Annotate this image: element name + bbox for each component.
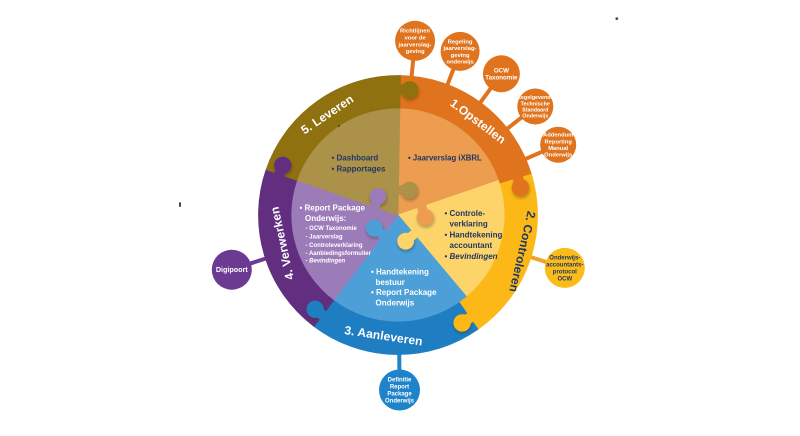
svg-text:Report: Report [390, 385, 409, 391]
svg-text:Onderwijs:: Onderwijs: [305, 214, 346, 223]
svg-text:- Controleverklaring: - Controleverklaring [306, 243, 363, 249]
svg-text:Onderwijs-: Onderwijs- [549, 256, 580, 262]
svg-text:geving: geving [451, 53, 470, 59]
svg-text:jaarverslag-: jaarverslag- [443, 46, 477, 52]
svg-text:verklaring: verklaring [450, 220, 488, 229]
svg-text:Definitie: Definitie [388, 378, 412, 384]
svg-text:• Handtekening: • Handtekening [371, 268, 429, 277]
svg-text:• Jaarverslag iXBRL: • Jaarverslag iXBRL [408, 153, 482, 162]
svg-text:Regelgevende: Regelgevende [517, 95, 554, 101]
svg-text:Regeling: Regeling [448, 39, 473, 45]
svg-text:• Report Package: • Report Package [371, 288, 437, 297]
svg-text:voor de: voor de [404, 36, 426, 42]
svg-text:Technische: Technische [521, 101, 550, 107]
svg-text:• Handtekening: • Handtekening [445, 230, 503, 239]
svg-text:• Controle-: • Controle- [445, 209, 486, 218]
svg-text:accountants-: accountants- [546, 263, 583, 269]
svg-text:OCW: OCW [494, 67, 509, 74]
svg-text:- OCW Taxonomie: - OCW Taxonomie [306, 226, 358, 232]
svg-text:Manual: Manual [548, 146, 568, 152]
svg-text:- Bevindingen: - Bevindingen [306, 259, 346, 265]
svg-text:onderwijs: onderwijs [446, 60, 474, 66]
svg-text:• Dashboard: • Dashboard [332, 153, 379, 162]
svg-text:- Jaarverslag: - Jaarverslag [306, 235, 343, 241]
svg-text:- Aanbiedingsformulier: - Aanbiedingsformulier [306, 251, 372, 257]
svg-text:jaarverslag-: jaarverslag- [398, 42, 432, 48]
svg-text:geving: geving [406, 49, 425, 55]
svg-text:OCW: OCW [557, 276, 572, 282]
svg-text:Reporting: Reporting [545, 139, 573, 145]
svg-text:bestuur: bestuur [376, 278, 405, 287]
svg-text:• Bevindingen: • Bevindingen [445, 252, 498, 261]
svg-text:Standaard: Standaard [522, 108, 548, 114]
svg-text:• Rapportages: • Rapportages [332, 165, 386, 174]
svg-text:Taxonomie: Taxonomie [485, 75, 518, 82]
svg-text:Richtlijnen: Richtlijnen [400, 29, 431, 35]
svg-text:Onderwijs: Onderwijs [376, 298, 415, 307]
svg-text:• Report Package: • Report Package [300, 204, 366, 213]
svg-text:protocol: protocol [553, 270, 577, 276]
svg-text:accountant: accountant [450, 241, 493, 250]
svg-text:Digipoort: Digipoort [216, 265, 249, 274]
svg-text:Onderwijs: Onderwijs [522, 114, 548, 120]
svg-text:Package: Package [387, 392, 412, 398]
svg-text:Onderwijs: Onderwijs [385, 398, 415, 404]
svg-text:Addendum: Addendum [543, 133, 573, 139]
svg-text:Onderwijs: Onderwijs [544, 153, 572, 159]
